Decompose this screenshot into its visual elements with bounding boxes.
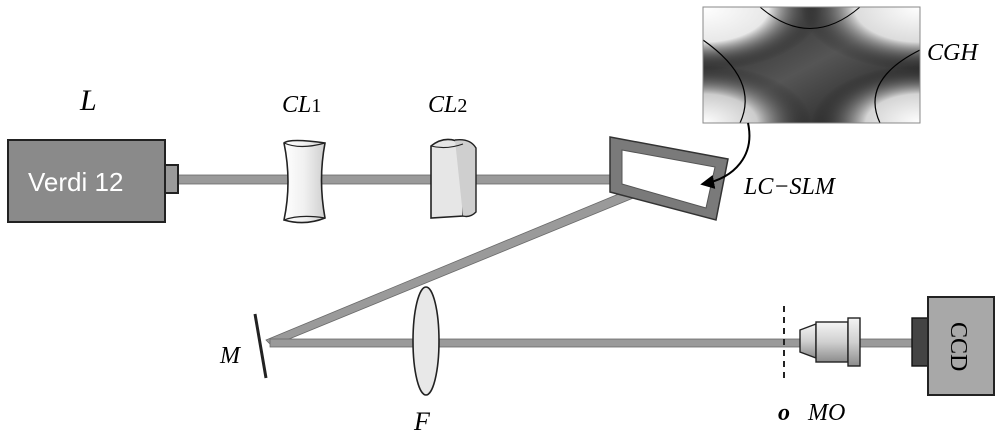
laser: L Verdi 12 [7,84,179,223]
cgh-pattern: CGH [700,6,979,189]
lens-label: F [413,407,431,436]
cgh-label: CGH [927,40,979,66]
ccd-mount [911,317,929,367]
slm-label: LC−SLM [743,174,837,200]
laser-model-label: Verdi 12 [28,167,123,197]
slm-screen [621,149,716,209]
objective-body [815,321,849,363]
cl1-label: CL1 [282,92,321,118]
cl2-label: CL2 [428,92,467,118]
mirror: M [219,313,268,379]
objective-label: MO [807,400,845,426]
lens-body [412,286,440,396]
cylindrical-lens-cl2: CL2 [428,92,477,219]
cl1-label-main: CL [282,92,311,118]
cl2-label-sub: 2 [457,95,467,117]
laser-body [7,139,166,223]
object-plane: o [778,306,790,426]
mirror-body [253,313,268,379]
laser-label: L [79,84,97,117]
ccd-label: CCD [945,322,971,371]
ccd-body [927,296,995,396]
fourier-lens: F [412,286,440,436]
cl2-label-main: CL [428,92,457,118]
cl1-body [283,139,326,224]
lc-slm: LC−SLM [609,136,837,221]
cl1-label-sub: 1 [311,95,321,117]
beam-main [177,174,649,185]
mirror-label: M [219,343,242,369]
cylindrical-lens-cl1: CL1 [282,92,326,224]
objective-collar [847,317,861,367]
objective-tip [799,322,817,360]
laser-aperture [164,164,179,194]
microscope-objective: MO [799,317,861,426]
object-label: o [778,400,790,426]
ccd-camera: CCD [911,296,995,396]
cgh-arrow [700,122,751,189]
